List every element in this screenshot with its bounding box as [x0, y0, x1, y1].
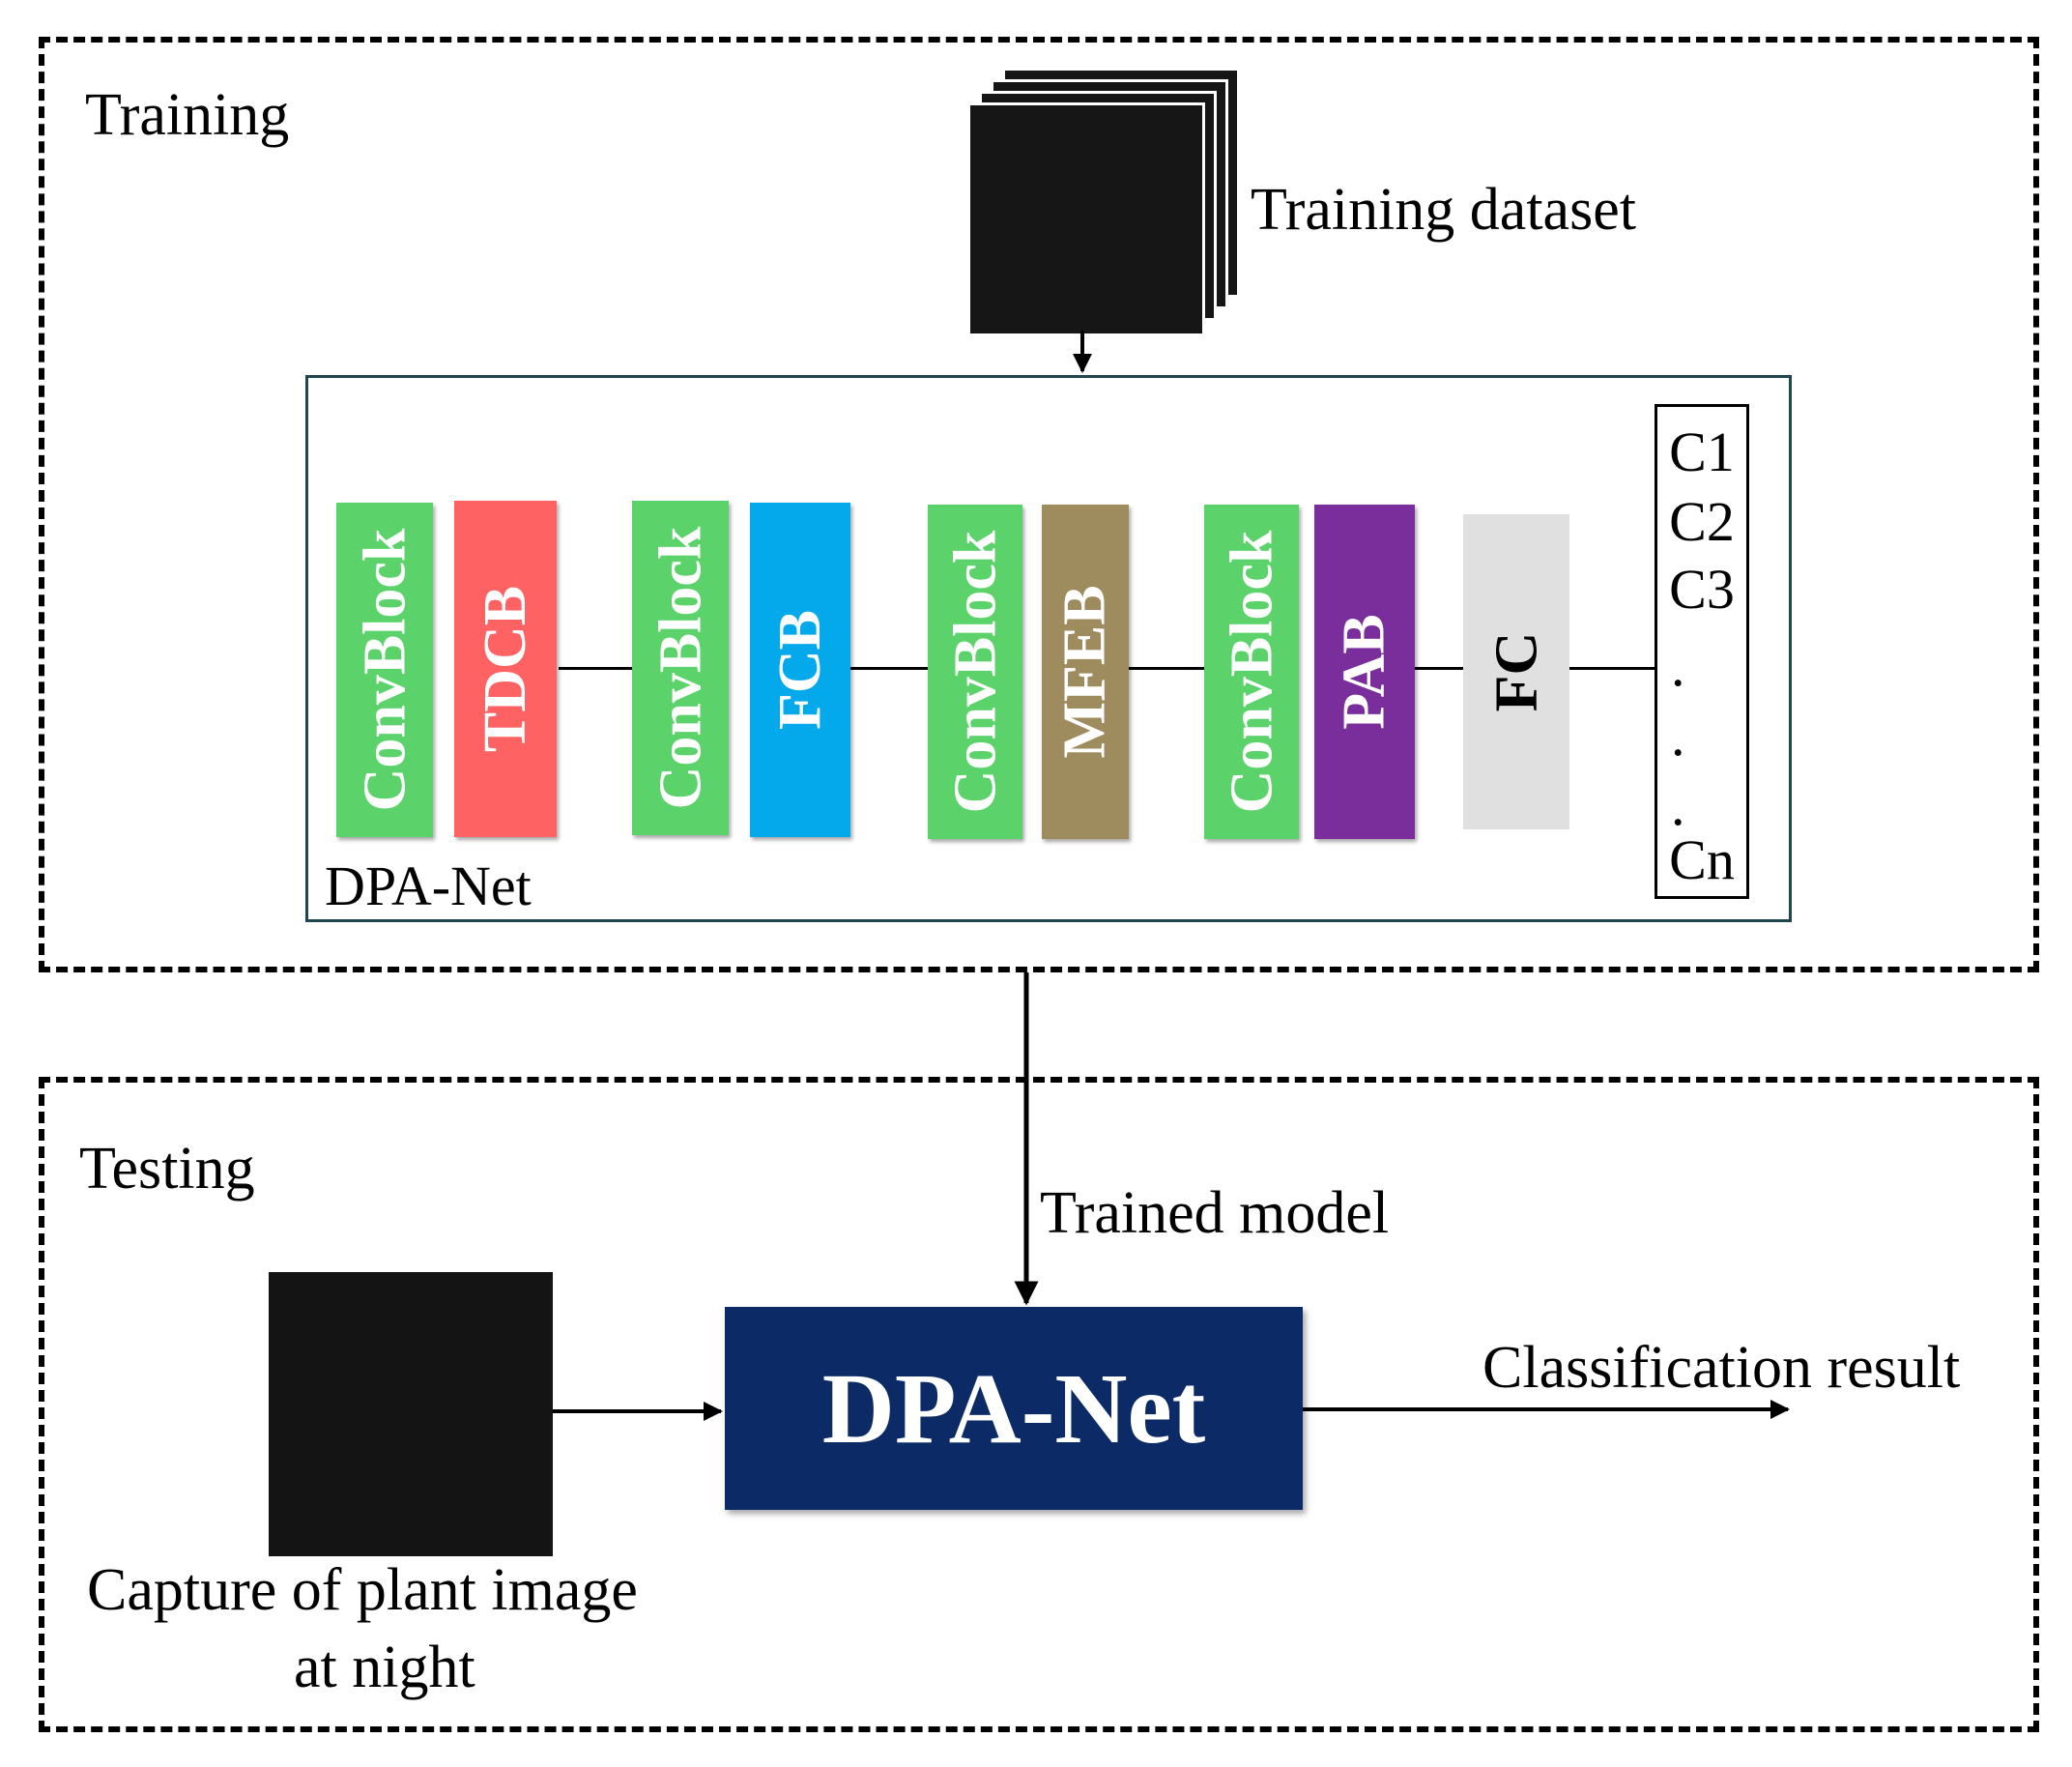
capture-label-line2: at night	[294, 1635, 475, 1700]
block-connector-3	[1129, 667, 1206, 670]
dataset-image-1	[970, 102, 1205, 333]
tdcb-block: TDCB	[454, 501, 557, 837]
block-connector-5	[1569, 667, 1656, 670]
training-section	[39, 37, 2039, 972]
convblock-3: ConvBlock	[928, 505, 1022, 839]
block-connector-1	[559, 667, 636, 670]
convblock-1: ConvBlock	[336, 503, 433, 837]
convblock-4: ConvBlock	[1204, 505, 1299, 839]
dpa-net-model: DPA-Net	[725, 1307, 1303, 1510]
pab-block: PAB	[1314, 505, 1415, 839]
class-item: C1	[1669, 420, 1735, 483]
block-connector-2	[849, 667, 928, 670]
class-item: .	[1671, 774, 1685, 837]
class-item: .	[1671, 705, 1685, 768]
training-title: Training	[85, 82, 290, 148]
convblock-2: ConvBlock	[632, 501, 729, 835]
training-dataset-label: Training dataset	[1251, 177, 1636, 243]
testing-title: Testing	[79, 1136, 255, 1202]
capture-label-line1: Capture of plant image	[87, 1557, 638, 1623]
class-item: C3	[1669, 558, 1735, 621]
dpa-net-model-label: DPA-Net	[821, 1352, 1206, 1464]
night-plant-image	[269, 1272, 553, 1556]
fc-block: FC	[1463, 514, 1569, 829]
class-output-list: C1 C2 C3 . . . Cn	[1655, 404, 1749, 899]
class-item: .	[1671, 635, 1685, 698]
testing-section	[39, 1077, 2039, 1732]
dpa-net-architecture-label: DPA-Net	[325, 855, 532, 917]
classification-result-label: Classification result	[1482, 1335, 1961, 1401]
block-connector-4	[1413, 667, 1465, 670]
mfeb-block: MFEB	[1042, 505, 1129, 839]
class-item: Cn	[1669, 828, 1735, 891]
fcb-block: FCB	[750, 503, 850, 837]
trained-model-label: Trained model	[1040, 1180, 1390, 1246]
class-item: C2	[1669, 490, 1735, 553]
